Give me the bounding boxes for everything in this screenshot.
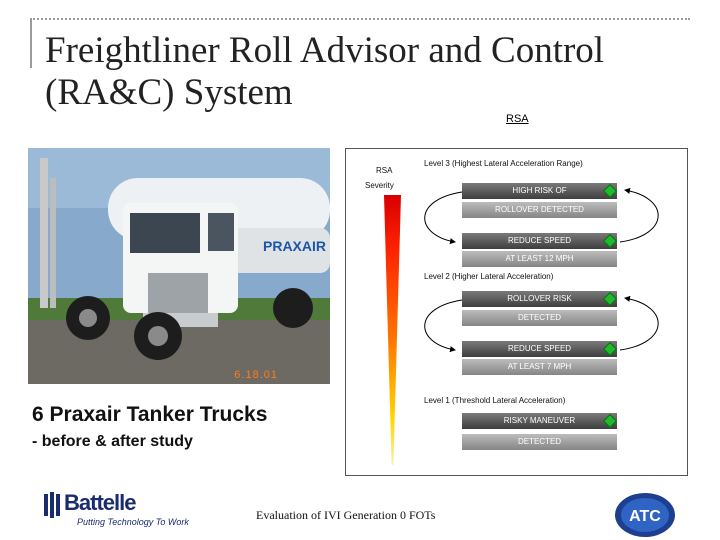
truck-brand-text: PRAXAIR bbox=[263, 238, 326, 254]
caption-subheading: - before & after study bbox=[32, 433, 193, 450]
battelle-mark-icon bbox=[44, 492, 60, 518]
slide-title: Freightliner Roll Advisor and Control (R… bbox=[45, 30, 604, 114]
high-risk-bar: HIGH RISK OF bbox=[462, 183, 617, 199]
risky-maneuver-bar: RISKY MANEUVER bbox=[462, 413, 617, 429]
top-divider bbox=[30, 18, 690, 20]
level1-label: Level 1 (Threshold Lateral Acceleration) bbox=[424, 396, 566, 405]
truck-illustration: PRAXAIR bbox=[28, 148, 330, 384]
level3-label: Level 3 (Highest Lateral Acceleration Ra… bbox=[424, 159, 583, 168]
battelle-logo: Battelle Putting Technology To Work bbox=[42, 490, 192, 530]
caption-heading: 6 Praxair Tanker Trucks bbox=[32, 403, 268, 426]
detected-bar: DETECTED bbox=[462, 310, 617, 326]
severity-label: Severity bbox=[365, 181, 394, 190]
battelle-name: Battelle bbox=[64, 490, 136, 515]
title-accent-bar bbox=[30, 18, 32, 68]
rsa-heading: RSA bbox=[506, 113, 529, 125]
slide-title-line1: Freightliner Roll Advisor and Control bbox=[45, 30, 605, 71]
slide-title-line2: (RA&C) System bbox=[45, 72, 293, 113]
rollover-risk-bar: ROLLOVER RISK bbox=[462, 291, 617, 307]
photo-date-stamp: 6.18.01 bbox=[234, 369, 278, 381]
reduce-speed-7-bar: REDUCE SPEED bbox=[462, 341, 617, 357]
reduce-speed-12-bar: REDUCE SPEED bbox=[462, 233, 617, 249]
atc-logo: ATC bbox=[615, 493, 675, 537]
battelle-tagline: Putting Technology To Work bbox=[77, 517, 189, 527]
level2-label: Level 2 (Higher Lateral Acceleration) bbox=[424, 272, 554, 281]
atc-logo-text: ATC bbox=[629, 508, 661, 525]
at-least-7-bar: AT LEAST 7 MPH bbox=[462, 359, 617, 375]
truck-photo: PRAXAIR 6.18.01 bbox=[28, 148, 330, 384]
rollover-detected-bar: ROLLOVER DETECTED bbox=[462, 202, 617, 218]
footer-text: Evaluation of IVI Generation 0 FOTs bbox=[256, 508, 436, 522]
detected-l1-bar: DETECTED bbox=[462, 434, 617, 450]
rsa-label: RSA bbox=[376, 166, 393, 175]
at-least-12-bar: AT LEAST 12 MPH bbox=[462, 251, 617, 267]
